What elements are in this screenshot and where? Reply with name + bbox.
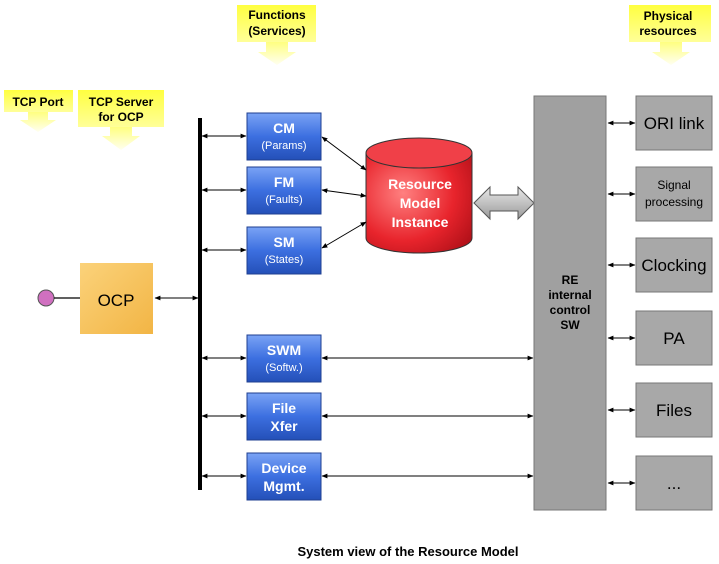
physical-resource-label: ... [667, 474, 681, 493]
physical-resource-label: Signal [657, 178, 690, 192]
physical-resource-label: ORI link [644, 114, 705, 133]
re-control-line4: SW [560, 318, 580, 332]
callout-functions-arrow [258, 42, 296, 65]
callout-physical-line1: Physical [644, 9, 693, 23]
physical-resource-5: Files [607, 382, 713, 438]
service-boxes: CM (Params) FM (Faults) SM (States) SWM (Softw.… [201, 112, 534, 501]
physical-resource-label: Clocking [641, 256, 706, 275]
service-cm-subtitle: (Params) [261, 140, 306, 152]
callout-physical-arrow [652, 42, 690, 65]
service-file-title: File [272, 400, 296, 416]
callout-tcp-server-line2: for OCP [98, 110, 143, 124]
callout-tcp-port-line1: TCP Port [12, 95, 63, 109]
re-control-line3: control [550, 303, 591, 317]
callout-physical: Physical resources [629, 5, 711, 65]
tcp-port-icon [37, 289, 55, 307]
service-sm-title: SM [274, 234, 295, 250]
callout-tcp-port: TCP Port [4, 90, 73, 132]
callout-tcp-port-arrow [20, 112, 56, 132]
service-file-subtitle: Xfer [270, 418, 298, 434]
re-control-box: RE internal control SW [533, 95, 607, 511]
ocp-label: OCP [98, 291, 135, 310]
ocp-box: OCP [80, 263, 153, 334]
service-fm-subtitle: (Faults) [265, 194, 302, 206]
re-control-line2: internal [548, 288, 591, 302]
service-sm: SM (States) [201, 226, 322, 275]
callout-tcp-server-line1: TCP Server [89, 95, 154, 109]
callout-physical-line2: resources [639, 24, 697, 38]
service-fm-box [246, 166, 322, 215]
physical-resource-1: ORI link [607, 95, 713, 151]
service-file-box [246, 392, 322, 441]
physical-resource-6: ... [607, 455, 713, 511]
re-control-line1: RE [562, 273, 579, 287]
physical-resource-box [635, 166, 713, 222]
diagram-caption: System view of the Resource Model [297, 544, 518, 559]
physical-resource-box [635, 382, 713, 438]
service-fm-title: FM [274, 174, 294, 190]
service-device-subtitle: Mgmt. [263, 478, 304, 494]
physical-resource-3: Clocking [607, 237, 713, 293]
service-swm-box [246, 334, 322, 383]
service-cm: CM (Params) [201, 112, 322, 161]
service-swm: SWM (Softw.) [201, 334, 534, 383]
service-sm-subtitle: (States) [265, 254, 304, 266]
service-device-title: Device [261, 460, 306, 476]
resource-model-line2: Model [400, 195, 440, 211]
service-cm-box [246, 112, 322, 161]
callout-functions-line1: Functions [248, 8, 306, 22]
service-swm-subtitle: (Softw.) [265, 362, 302, 374]
physical-resource-label: Files [656, 401, 692, 420]
service-sm-box [246, 226, 322, 275]
physical-resource-box [635, 237, 713, 293]
resource-model-line1: Resource [388, 176, 452, 192]
physical-resource-box [635, 95, 713, 151]
service-swm-title: SWM [267, 342, 301, 358]
service-cm-title: CM [273, 120, 295, 136]
physical-resource-label: processing [645, 195, 703, 209]
physical-resource-4: PA [607, 310, 713, 366]
resource-model-line3: Instance [392, 214, 449, 230]
fm-model-arrow [321, 188, 367, 198]
callout-tcp-server: TCP Server for OCP [78, 90, 164, 150]
resource-model-cylinder: Resource Model Instance [365, 137, 473, 254]
service-device-box [246, 452, 322, 501]
cm-model-arrow [321, 136, 367, 171]
physical-resource-box [635, 455, 713, 511]
service-fm: FM (Faults) [201, 166, 322, 215]
callout-functions-line2: (Services) [248, 24, 305, 38]
sm-model-arrow [321, 221, 367, 249]
physical-resource-box [635, 310, 713, 366]
physical-resource-2: Signal processing [607, 166, 713, 222]
model-re-arrow [473, 185, 535, 221]
physical-resource-label: PA [663, 329, 685, 348]
callout-functions: Functions (Services) [237, 5, 316, 65]
callout-tcp-server-arrow [102, 127, 140, 150]
